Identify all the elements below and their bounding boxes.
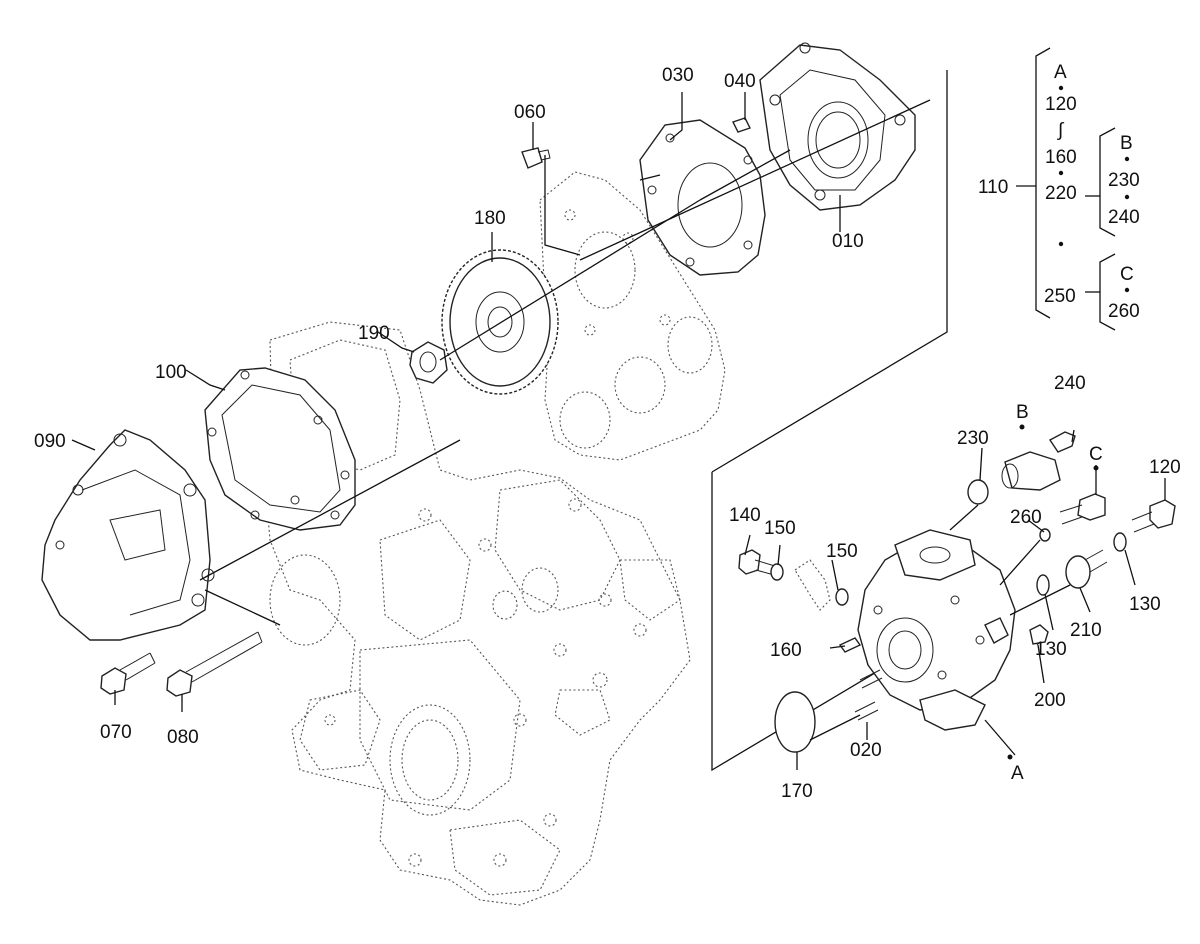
label-130-right: 130 xyxy=(1129,594,1161,615)
label-200: 200 xyxy=(1034,690,1066,711)
flange-bolt xyxy=(521,147,551,169)
label-080: 080 xyxy=(167,727,199,748)
washer-130-left xyxy=(1036,574,1050,596)
group-label-110: 110 xyxy=(978,177,1008,198)
gear-nut xyxy=(409,341,448,384)
cover-gasket xyxy=(204,367,356,531)
group-a-letter: A xyxy=(1054,62,1067,83)
callout-a-dot xyxy=(1007,754,1013,760)
label-180: 180 xyxy=(474,208,506,229)
banjo-bolt-120 xyxy=(1131,499,1176,533)
group-b-letter: B xyxy=(1120,133,1133,154)
pump-housing xyxy=(759,42,916,211)
dowel-pin xyxy=(732,117,751,133)
group-a-dot xyxy=(1058,85,1064,91)
label-240: 240 xyxy=(1054,373,1086,394)
front-cover xyxy=(41,429,215,641)
flange-gasket xyxy=(639,119,766,276)
label-100: 100 xyxy=(155,362,187,383)
group-b-start: 230 xyxy=(1108,170,1140,191)
label-150-left: 150 xyxy=(764,518,796,539)
o-ring-230 xyxy=(967,479,989,505)
group-a-separator-dot xyxy=(1058,241,1064,247)
callout-c-dot xyxy=(1093,465,1099,471)
group-a-wave: ∫ xyxy=(1057,120,1065,141)
group-c-dot xyxy=(1124,287,1130,293)
callout-b-dot xyxy=(1019,424,1025,430)
label-060: 060 xyxy=(514,102,546,123)
fuel-pipe xyxy=(794,559,831,611)
head-gasket-plate xyxy=(539,171,726,461)
label-020: 020 xyxy=(850,740,882,761)
pump-detail-frame xyxy=(711,70,948,772)
idler-gear xyxy=(441,249,559,395)
bolt-140 xyxy=(738,549,776,576)
label-260: 260 xyxy=(1010,507,1042,528)
stud-020 xyxy=(854,669,883,721)
washer-130-right xyxy=(1113,532,1127,552)
washer-260 xyxy=(1039,528,1051,542)
group-c-start: 250 xyxy=(1044,286,1076,307)
group-a-end: 160 xyxy=(1045,147,1077,168)
group-a-start: 120 xyxy=(1045,94,1077,115)
label-010: 010 xyxy=(832,231,864,252)
cover-bolt-long xyxy=(166,631,263,697)
cover-bolt-short xyxy=(100,652,156,695)
group-c-end: 260 xyxy=(1108,301,1140,322)
callout-c: C xyxy=(1089,444,1103,465)
supply-pump-body xyxy=(857,529,1016,731)
callout-b: B xyxy=(1016,402,1029,423)
label-160: 160 xyxy=(770,640,802,661)
plug-200 xyxy=(1029,624,1049,645)
solenoid-valve-b xyxy=(1001,431,1076,491)
label-170: 170 xyxy=(781,781,813,802)
group-c-letter: C xyxy=(1120,264,1134,285)
group-b-end: 240 xyxy=(1108,207,1140,228)
callout-letters: B C A xyxy=(1007,402,1103,784)
key-160 xyxy=(838,637,862,653)
group-a-end-dot xyxy=(1058,170,1064,176)
label-090: 090 xyxy=(34,431,66,452)
cover-disc-170 xyxy=(774,691,816,753)
label-150-right: 150 xyxy=(826,541,858,562)
group-b-dot xyxy=(1124,156,1130,162)
label-130-left: 130 xyxy=(1035,639,1067,660)
group-a-next: 220 xyxy=(1045,183,1077,204)
label-230: 230 xyxy=(957,428,989,449)
label-140: 140 xyxy=(729,505,761,526)
callout-a: A xyxy=(1011,763,1024,784)
label-040: 040 xyxy=(724,71,756,92)
leader-lines xyxy=(71,92,1166,770)
part-labels: 030 040 060 010 180 190 100 090 070 080 … xyxy=(34,65,1181,802)
label-120: 120 xyxy=(1149,457,1181,478)
group-bracket: 110 A 120 ∫ 160 220 B 230 240 250 C 260 xyxy=(978,47,1140,331)
label-190: 190 xyxy=(358,323,390,344)
engine-gear-case xyxy=(264,321,691,906)
washer-150-left xyxy=(770,563,784,581)
label-210: 210 xyxy=(1070,620,1102,641)
washer-150-right xyxy=(835,588,849,606)
sensor-c xyxy=(1059,493,1106,525)
label-030: 030 xyxy=(662,65,694,86)
banjo-fitting-210 xyxy=(1065,549,1108,589)
label-070: 070 xyxy=(100,722,132,743)
group-b-mid-dot xyxy=(1124,194,1130,200)
